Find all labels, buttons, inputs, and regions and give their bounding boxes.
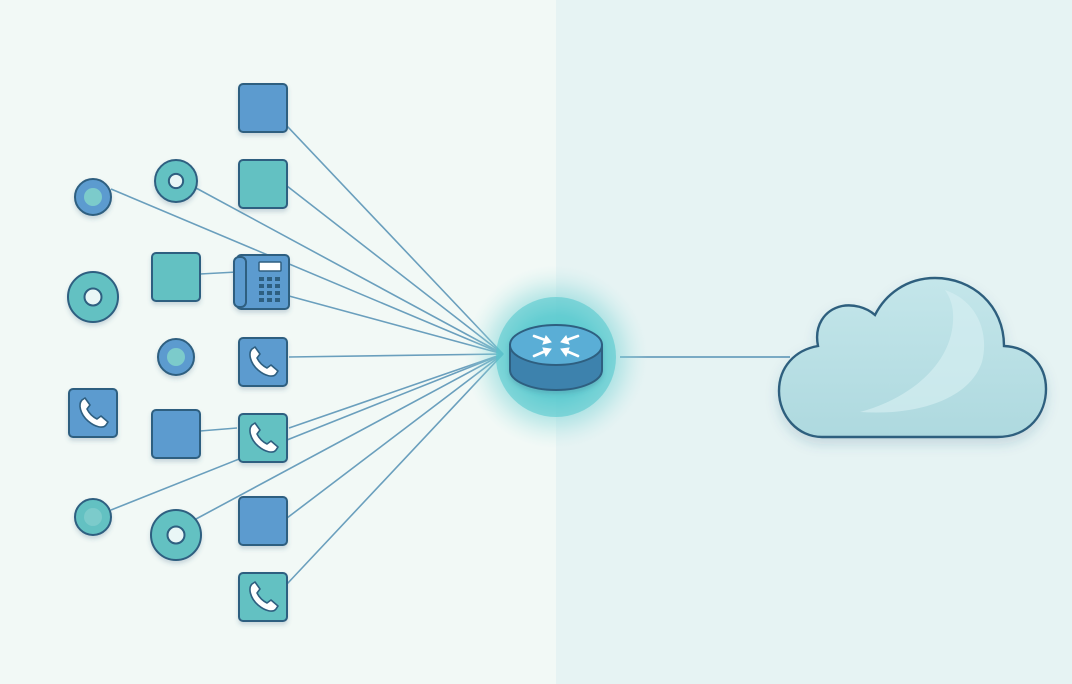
- router-body-top: [509, 324, 603, 366]
- ring-device-hole: [83, 287, 103, 307]
- square-top-2-square-icon: [238, 159, 288, 209]
- dot-left-2-dot-icon: [74, 498, 112, 536]
- link-dot-left-1: [110, 188, 504, 355]
- phone-device-body: [238, 572, 288, 622]
- desk-phone-key: [275, 284, 280, 288]
- link-dot-left-2: [110, 353, 504, 511]
- link-phone-3: [286, 353, 504, 585]
- dot-device-core: [84, 188, 102, 206]
- phone-handset-glyph: [79, 397, 109, 428]
- desk-phone-key: [267, 298, 272, 302]
- ring-top-ring-icon: [154, 159, 198, 203]
- cloud-icon: [777, 276, 1048, 439]
- square-device-body: [238, 496, 288, 546]
- link-square-mid-left: [199, 271, 238, 275]
- phone-handset-glyph: [249, 346, 279, 377]
- square-device-body: [151, 252, 201, 302]
- desk-phone-deskphone-icon: [233, 254, 290, 310]
- dot-device-core: [167, 348, 185, 366]
- phone-1-phone-icon: [238, 337, 288, 387]
- square-bottom-square-icon: [238, 496, 288, 546]
- desk-phone-key: [259, 284, 264, 288]
- desk-phone-key: [275, 277, 280, 281]
- router-icon: [509, 324, 603, 391]
- link-ring-top: [195, 187, 504, 355]
- phone-2-phone-icon: [238, 413, 288, 463]
- desk-phone-key: [259, 291, 264, 295]
- ring-device-hole: [167, 172, 185, 190]
- ring-device-hole: [166, 525, 186, 545]
- ring-left-ring-icon: [67, 271, 119, 323]
- router-arrows-icon: [532, 334, 580, 358]
- desk-phone-key: [267, 291, 272, 295]
- dot-device-core: [84, 508, 102, 526]
- phone-handset-glyph: [249, 581, 279, 612]
- ring-bottom-ring-icon: [150, 509, 202, 561]
- cloud-shape: [777, 276, 1048, 439]
- square-top-1-square-icon: [238, 83, 288, 133]
- phone-device-body: [238, 337, 288, 387]
- square-device-body: [238, 159, 288, 209]
- square-device-body: [151, 409, 201, 459]
- dot-mid-dot-icon: [157, 338, 195, 376]
- phone-device-body: [238, 413, 288, 463]
- device-group: [67, 83, 290, 622]
- link-square-top-1: [286, 125, 504, 355]
- phone-handset-glyph: [249, 422, 279, 453]
- link-square-lower-left: [199, 427, 238, 432]
- desk-phone-screen: [258, 261, 282, 272]
- router-node: [464, 265, 648, 449]
- phone-left-phone-icon: [68, 388, 118, 438]
- square-device-body: [238, 83, 288, 133]
- link-ring-bottom: [195, 353, 504, 520]
- square-lower-left-square-icon: [151, 409, 201, 459]
- desk-phone-key: [259, 298, 264, 302]
- link-square-bottom: [286, 353, 504, 519]
- phone-device-body: [68, 388, 118, 438]
- desk-phone-handset: [233, 256, 247, 308]
- desk-phone-key: [267, 284, 272, 288]
- link-square-top-2: [286, 185, 504, 355]
- desk-phone-key: [275, 298, 280, 302]
- dot-left-1-dot-icon: [74, 178, 112, 216]
- desk-phone-key: [275, 291, 280, 295]
- phone-3-phone-icon: [238, 572, 288, 622]
- cloud-highlight: [860, 290, 985, 413]
- desk-phone-key: [259, 277, 264, 281]
- square-mid-left-square-icon: [151, 252, 201, 302]
- desk-phone-key: [267, 277, 272, 281]
